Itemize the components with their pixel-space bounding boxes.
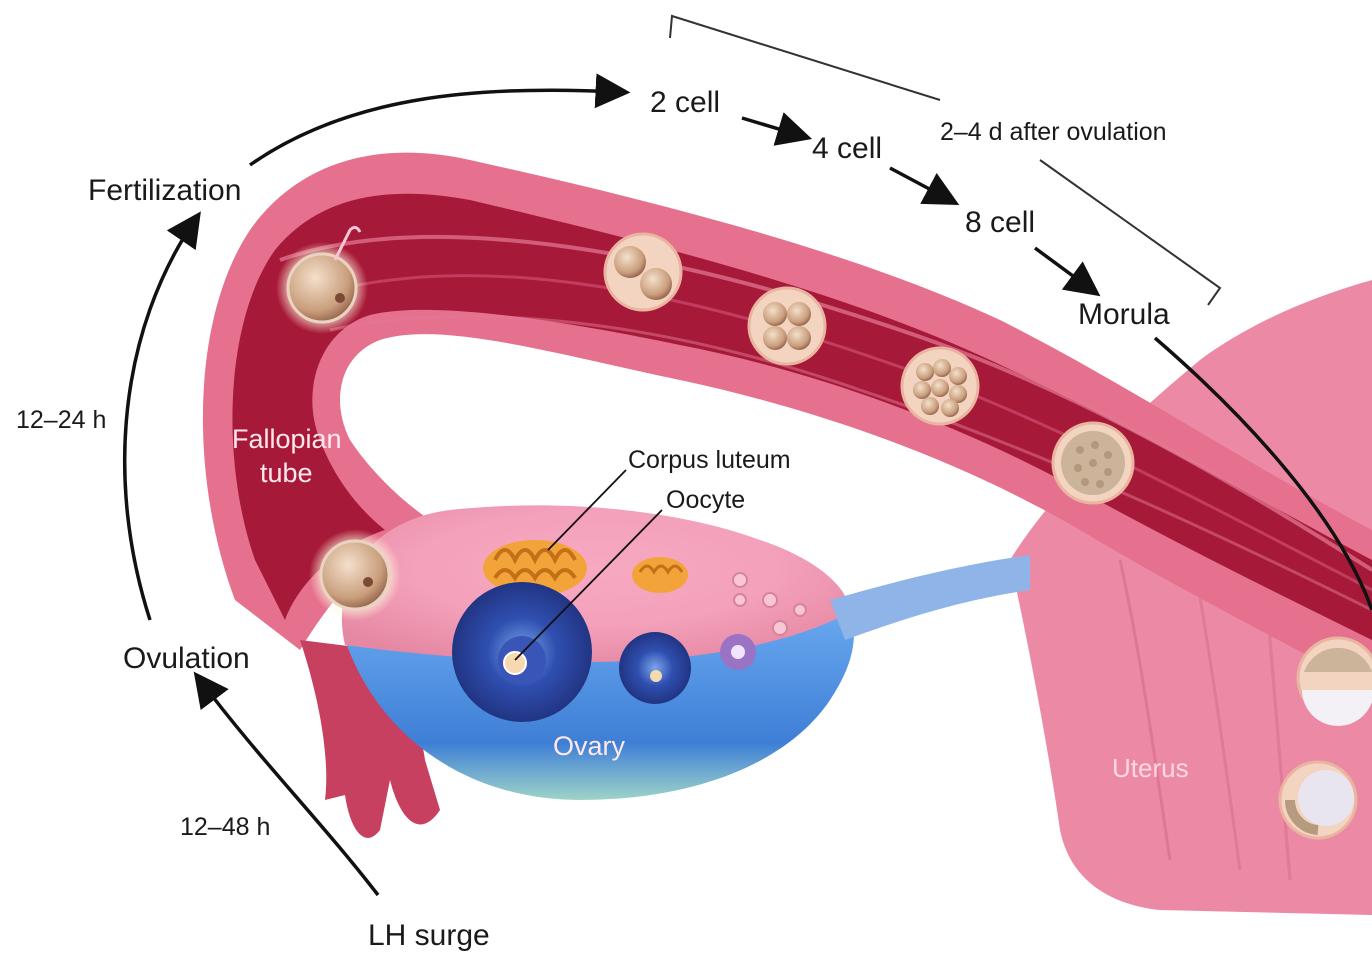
- label-lh-surge: LH surge: [368, 919, 490, 952]
- hatching-blastocyst: [1280, 762, 1356, 838]
- label-oocyte: Oocyte: [666, 486, 745, 514]
- arrow-8cell-to-morula: [1035, 248, 1092, 290]
- ovary-upper: [342, 505, 850, 662]
- label-morula: Morula: [1078, 298, 1170, 331]
- label-interval-12-24h: 12–24 h: [16, 406, 106, 434]
- label-ovulation: Ovulation: [123, 642, 250, 675]
- secondary-follicle: [619, 632, 691, 704]
- label-8-cell: 8 cell: [965, 206, 1035, 239]
- label-4-cell: 4 cell: [812, 132, 882, 165]
- label-ovary: Ovary: [553, 731, 626, 761]
- arrow-ovulation-to-fertilization: [125, 220, 195, 620]
- arrow-4cell-to-8cell: [890, 168, 950, 200]
- label-fallopian-tube-line2: tube: [260, 458, 313, 488]
- label-fallopian-tube-line1: Fallopian: [232, 424, 342, 454]
- oocyte: [504, 652, 526, 674]
- arrow-fertilization-to-2cell: [250, 90, 620, 165]
- corpus-albicans: [632, 557, 688, 593]
- label-fertilization: Fertilization: [88, 174, 241, 207]
- label-2-cell: 2 cell: [650, 86, 720, 119]
- label-corpus-luteum: Corpus luteum: [628, 446, 791, 474]
- ovulated-oocyte: [309, 529, 401, 621]
- primary-follicle: [720, 634, 756, 670]
- eight-cell-embryo: [902, 348, 978, 424]
- label-days-after-ovulation: 2–4 d after ovulation: [940, 118, 1167, 146]
- arrow-2cell-to-4cell: [742, 118, 802, 136]
- label-interval-12-48h: 12–48 h: [180, 813, 270, 841]
- label-uterus: Uterus: [1112, 753, 1189, 783]
- morula: [1053, 423, 1133, 503]
- two-cell-embryo: [605, 234, 681, 310]
- four-cell-embryo: [749, 288, 825, 364]
